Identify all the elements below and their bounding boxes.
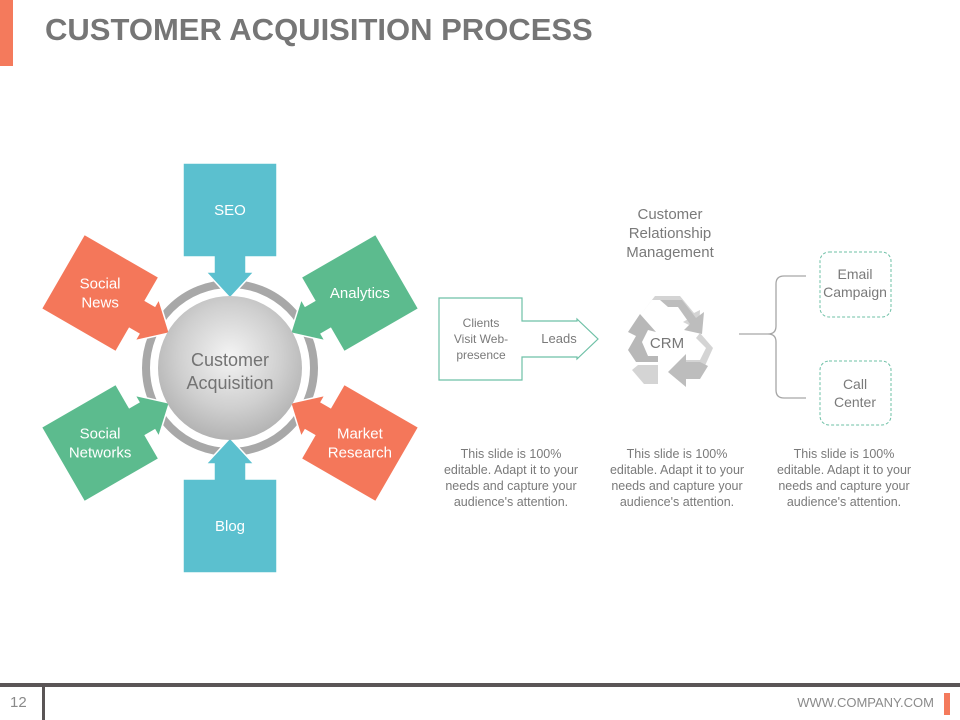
caption-crm: This slide is 100% editable. Adapt it to…	[609, 447, 745, 509]
spoke-label-social-news-line1: Social	[80, 276, 121, 293]
crm-title-line3: Management	[626, 244, 714, 261]
title-accent-bar	[0, 0, 13, 66]
crm-title-line1: Customer	[637, 206, 703, 223]
page-number: 12	[10, 694, 27, 711]
channel-call-line2: Center	[834, 394, 876, 410]
channel-email-line1: Email	[837, 266, 872, 282]
spoke-shape-social-news	[40, 233, 171, 353]
footer-url: WWW.COMPANY.COM	[797, 695, 934, 710]
footer-divider	[0, 683, 960, 687]
slide-title: CUSTOMER ACQUISITION PROCESS	[45, 12, 593, 47]
channel-email-line2: Campaign	[823, 284, 887, 300]
crm-title: Customer Relationship Management	[600, 205, 740, 262]
spoke-blog	[182, 436, 278, 574]
channel-call-line1: Call	[843, 376, 867, 392]
spoke-market-research	[289, 383, 420, 503]
crm-title-line2: Relationship	[628, 225, 712, 242]
spoke-shape-blog	[182, 436, 278, 574]
spoke-label-seo: SEO	[214, 202, 246, 219]
spoke-label-market-research-line2: Research	[328, 445, 392, 462]
clients-leads-arrow-shape	[438, 297, 599, 381]
caption-channels: This slide is 100% editable. Adapt it to…	[776, 447, 912, 509]
spoke-analytics	[289, 233, 420, 353]
clients-label-line3: presence	[456, 348, 506, 362]
spoke-seo	[182, 162, 278, 300]
spoke-social-news	[40, 233, 171, 353]
footer-page-separator	[42, 683, 45, 720]
spoke-shape-seo	[182, 162, 278, 300]
crm-recycle-icon	[628, 296, 713, 387]
spoke-label-market-research-line1: Market	[337, 426, 384, 443]
spoke-label-social-networks-line2: Networks	[69, 445, 132, 462]
spoke-shape-social-networks	[40, 383, 171, 503]
hub-center-label-line2: Acquisition	[186, 373, 273, 393]
spoke-label-social-networks-line1: Social	[80, 426, 121, 443]
spoke-label-analytics: Analytics	[330, 285, 390, 302]
spoke-label-social-news-line2: News	[81, 295, 119, 312]
channels-brace	[739, 275, 806, 399]
crm-label: CRM	[650, 335, 684, 352]
hub-center-circle	[158, 296, 302, 440]
leads-label: Leads	[541, 331, 577, 346]
caption-clients: This slide is 100% editable. Adapt it to…	[443, 447, 579, 509]
clients-label-line2: Visit Web-	[454, 332, 508, 346]
hub-center-label-line1: Customer	[191, 350, 269, 370]
spoke-label-blog: Blog	[215, 518, 245, 535]
footer-accent-bar	[944, 693, 950, 715]
spoke-shape-analytics	[289, 233, 420, 353]
channel-box-email-campaign	[819, 251, 892, 318]
clients-label-line1: Clients	[463, 316, 500, 330]
spoke-shape-market-research	[289, 383, 420, 503]
channel-box-call-center	[819, 360, 892, 426]
spoke-social-networks	[40, 383, 171, 503]
